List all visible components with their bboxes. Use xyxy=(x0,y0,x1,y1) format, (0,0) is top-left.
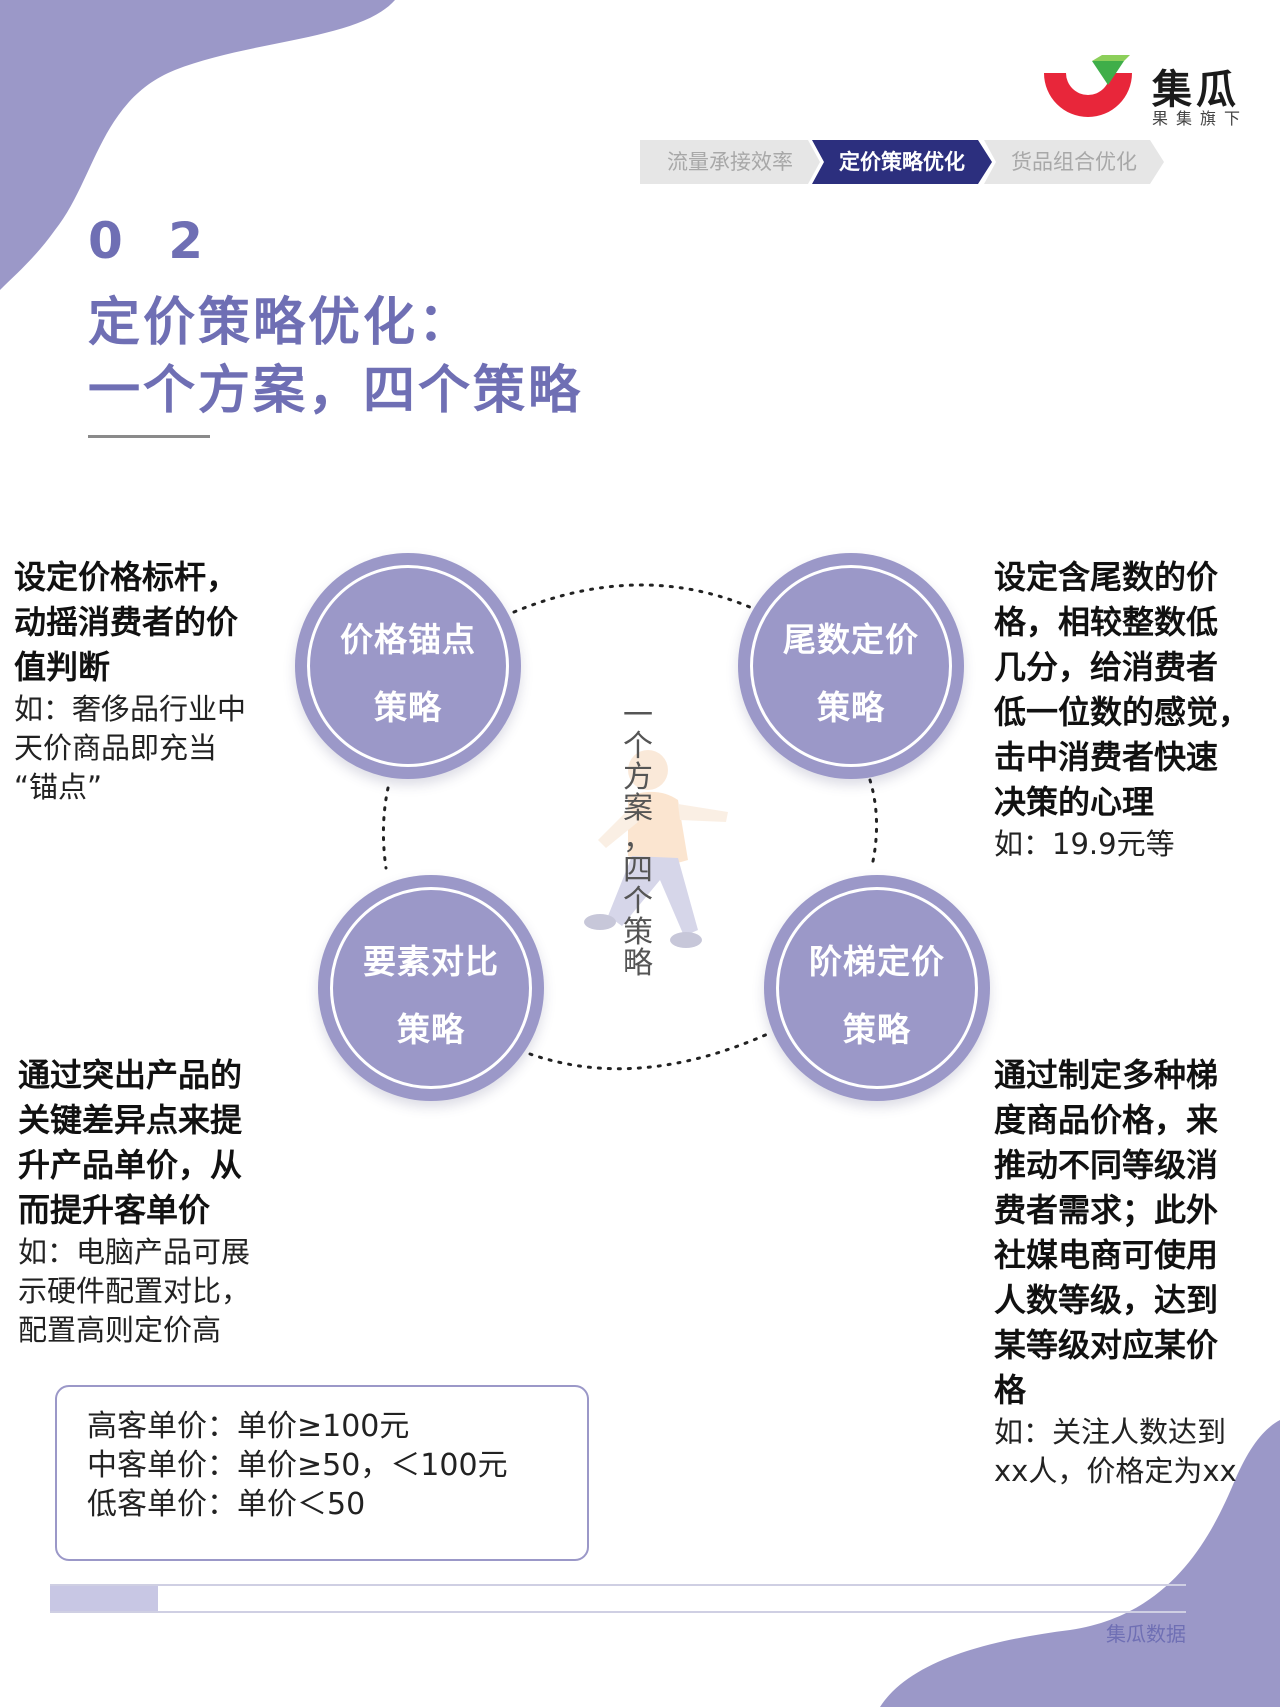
price-tier-box: 高客单价：单价≥100元 中客单价：单价≥50，＜100元 低客单价：单价＜50 xyxy=(55,1385,589,1561)
description-line: 而提升客单价 xyxy=(18,1191,211,1229)
strategy-circle-tiered: 阶梯定价 策略 xyxy=(764,875,990,1101)
strategy-suffix: 策略 xyxy=(397,1010,465,1049)
example-line: 如：电脑产品可展 xyxy=(18,1235,251,1269)
center-char: 方 xyxy=(623,760,653,795)
tier-mid: 中客单价：单价≥50，＜100元 xyxy=(87,1448,508,1483)
running-person-icon xyxy=(584,750,728,948)
page-title-line2: 一个方案，四个策略 xyxy=(88,361,584,421)
description-line: 值判断 xyxy=(14,648,111,686)
description-line: 格，相较整数低 xyxy=(994,603,1219,641)
strategy-name: 阶梯定价 xyxy=(809,942,945,981)
connector-top xyxy=(512,583,754,614)
description-odd-ending: 设定含尾数的价 格，相较整数低 几分，给消费者 低一位数的感觉， 击中消费者快速… xyxy=(994,555,1280,864)
strategy-name: 尾数定价 xyxy=(783,620,919,659)
description-line: 低一位数的感觉， xyxy=(994,693,1251,731)
center-char: 案 xyxy=(623,791,653,826)
strategy-circle-anchor: 价格锚点 策略 xyxy=(295,553,521,779)
brand-name: 集瓜 xyxy=(1152,67,1240,113)
bottom-right-decor-blob xyxy=(880,1420,1280,1707)
connector-right xyxy=(868,778,878,868)
center-vertical-label: 一 个 方 案 ， 四 个 策 略 xyxy=(616,700,660,979)
strategy-suffix: 策略 xyxy=(843,1010,911,1049)
strategy-name: 价格锚点 xyxy=(340,620,476,659)
description-line: 升产品单价，从 xyxy=(18,1146,243,1184)
connector-left xyxy=(381,786,390,870)
breadcrumb-step-pricing-active[interactable]: 定价策略优化 xyxy=(812,140,992,184)
footer-rule-top xyxy=(50,1584,1186,1586)
footer-rule-bottom xyxy=(50,1611,1186,1613)
description-line: 社媒电商可使用 xyxy=(994,1236,1219,1274)
brand-logo: 集瓜 果集旗下 xyxy=(1040,55,1260,135)
description-tiered: 通过制定多种梯 度商品价格，来 推动不同等级消 费者需求；此外 社媒电商可使用 … xyxy=(994,1053,1280,1491)
description-line: 通过制定多种梯 xyxy=(994,1056,1219,1094)
center-char: 个 xyxy=(623,884,653,919)
example-line: 如：奢侈品行业中 xyxy=(14,692,247,726)
description-line: 击中消费者快速 xyxy=(994,738,1219,776)
jigua-logo-icon xyxy=(1044,55,1132,117)
center-char: 略 xyxy=(623,946,653,981)
title-divider xyxy=(88,435,210,438)
breadcrumb-step-product-mix[interactable]: 货品组合优化 xyxy=(984,140,1164,184)
tier-low: 低客单价：单价＜50 xyxy=(87,1487,366,1522)
description-line: 通过突出产品的 xyxy=(18,1056,243,1094)
footer-accent-bar xyxy=(50,1586,158,1612)
center-char: 个 xyxy=(623,729,653,764)
center-char: 四 xyxy=(623,853,653,888)
strategy-circle-odd-ending: 尾数定价 策略 xyxy=(738,553,964,779)
section-number: 0 2 xyxy=(88,212,217,270)
description-line: 关键差异点来提 xyxy=(18,1101,243,1139)
strategy-circle-feature-compare: 要素对比 策略 xyxy=(318,875,544,1101)
example-line: 如：19.9元等 xyxy=(994,827,1175,861)
description-line: 决策的心理 xyxy=(994,783,1155,821)
description-line: 几分，给消费者 xyxy=(994,648,1219,686)
example-line: “锚点” xyxy=(14,770,103,804)
top-left-decor-blob xyxy=(0,0,395,290)
strategy-suffix: 策略 xyxy=(817,688,885,727)
description-feature-compare: 通过突出产品的 关键差异点来提 升产品单价，从 而提升客单价 如：电脑产品可展 … xyxy=(18,1053,298,1350)
description-line: 推动不同等级消 xyxy=(994,1146,1219,1184)
description-line: 人数等级，达到 xyxy=(994,1281,1219,1319)
description-line: 动摇消费者的价 xyxy=(14,603,239,641)
strategy-name: 要素对比 xyxy=(363,942,499,981)
description-line: 设定价格标杆， xyxy=(14,558,239,596)
connector-bottom xyxy=(528,1030,774,1071)
description-line: 费者需求；此外 xyxy=(994,1191,1219,1229)
brand-subtitle: 果集旗下 xyxy=(1152,109,1249,128)
breadcrumb-step-traffic[interactable]: 流量承接效率 xyxy=(640,140,820,184)
description-line: 设定含尾数的价 xyxy=(994,558,1219,596)
page-title-line1: 定价策略优化： xyxy=(88,293,474,353)
description-line: 某等级对应某价 xyxy=(994,1326,1219,1364)
example-line: 如：关注人数达到 xyxy=(994,1415,1227,1449)
description-line: 度商品价格，来 xyxy=(994,1101,1219,1139)
example-line: 天价商品即充当 xyxy=(14,731,218,765)
example-line: 配置高则定价高 xyxy=(18,1313,222,1347)
center-char: 一 xyxy=(623,698,653,733)
tier-high: 高客单价：单价≥100元 xyxy=(87,1409,410,1444)
center-char: ， xyxy=(623,822,653,857)
footer-brand: 集瓜数据 xyxy=(1106,1622,1186,1646)
description-line: 格 xyxy=(994,1371,1027,1409)
example-line: xx人，价格定为xx xyxy=(994,1454,1237,1488)
description-anchor: 设定价格标杆， 动摇消费者的价 值判断 如：奢侈品行业中 天价商品即充当 “锚点… xyxy=(14,555,284,807)
breadcrumb: 流量承接效率 定价策略优化 货品组合优化 xyxy=(640,140,1180,184)
center-char: 策 xyxy=(623,915,653,950)
example-line: 示硬件配置对比， xyxy=(18,1274,251,1308)
strategy-suffix: 策略 xyxy=(374,688,442,727)
